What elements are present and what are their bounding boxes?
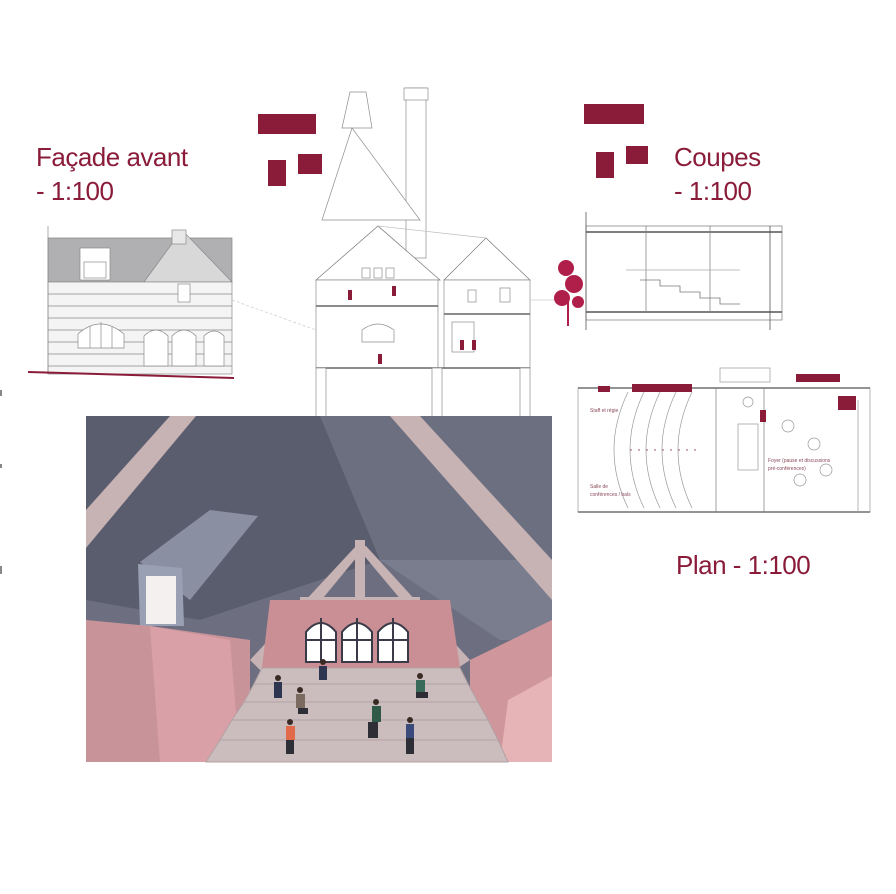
facade-title: Façade avant - 1:100 xyxy=(36,140,188,208)
plan-note-salle-1: Salle de xyxy=(590,484,608,490)
facade-ground-line xyxy=(27,371,235,379)
plan-note-foyer-1: Foyer (pause et discussions xyxy=(768,458,831,464)
interior-people xyxy=(274,659,428,754)
coupes-title-line2: - 1:100 xyxy=(674,176,752,206)
coupes-tree xyxy=(554,260,584,326)
plan-note-foyer-2: pré-conférences) xyxy=(768,466,806,472)
plan-note-staff: Staff et régie xyxy=(590,408,618,414)
plan-text: Staff et régie Foyer (pause et discussio… xyxy=(590,408,831,498)
plan-red-walls xyxy=(598,374,856,422)
person-6 xyxy=(286,719,295,754)
facade-title-line1: Façade avant xyxy=(36,142,188,172)
interior-perspective xyxy=(86,416,552,763)
facade-elevation xyxy=(47,226,233,375)
person-4 xyxy=(416,673,428,698)
person-5 xyxy=(368,699,381,738)
left-edge-marks xyxy=(0,390,2,574)
central-section xyxy=(231,87,560,443)
section-figures xyxy=(348,286,476,364)
facade-title-line2: - 1:100 xyxy=(36,176,114,206)
coupes-title: Coupes - 1:100 xyxy=(674,140,761,208)
person-7 xyxy=(406,717,414,754)
red-massing-blocks xyxy=(258,104,648,186)
person-3 xyxy=(296,687,308,714)
coupes-title-line1: Coupes xyxy=(674,142,761,172)
interior-arched-windows xyxy=(305,618,409,663)
person-1 xyxy=(319,659,327,680)
plan-drawing xyxy=(577,367,871,513)
person-2 xyxy=(274,675,282,698)
plan-title: Plan - 1:100 xyxy=(676,550,811,580)
plan-note-salle-2: conférences / bals xyxy=(590,492,631,498)
coupes-section xyxy=(585,212,783,330)
